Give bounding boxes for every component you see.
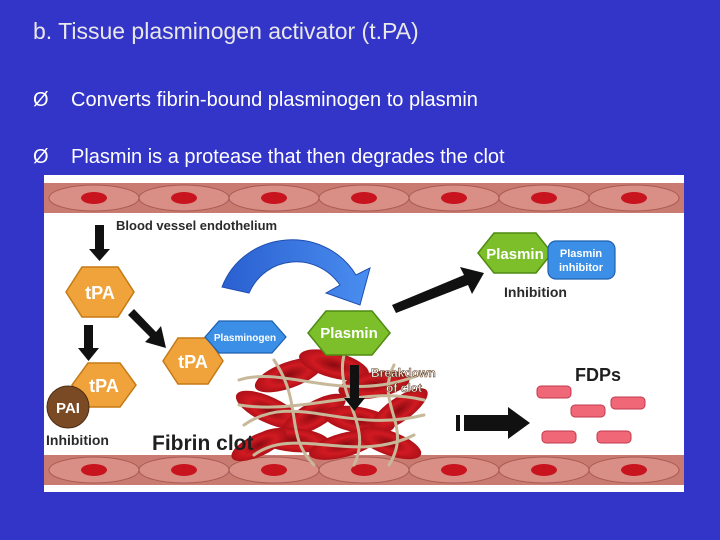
- red-blood-cell: [235, 390, 303, 430]
- degradation-arrow: [456, 407, 530, 439]
- tpa-hexagon-inhibited: tPA: [71, 362, 137, 408]
- plasmin-inhibition-label: Inhibition: [504, 284, 567, 300]
- plasmin-label: Plasmin: [486, 246, 544, 263]
- fdp-fragments: [536, 385, 646, 444]
- fibrin-clot-label: Fibrin clot: [152, 432, 254, 455]
- plasmin-hexagon: Plasmin: [307, 310, 391, 356]
- fibrin-strands: [237, 353, 426, 467]
- plasmin-inhibitor-box: [547, 240, 616, 280]
- fdp-fragment: [536, 385, 572, 399]
- tpa-down-arrow: [78, 325, 99, 361]
- plasminogen-hexagon: Plasminogen: [204, 320, 287, 354]
- cell-nucleus: [81, 464, 107, 476]
- cell-nucleus: [621, 464, 647, 476]
- red-blood-cell: [282, 393, 346, 437]
- cell-nucleus: [621, 192, 647, 204]
- fdp-fragment: [541, 430, 577, 444]
- bullet-text: Plasmin is a protease that then degrades…: [71, 146, 505, 168]
- breakdown-arrow: [344, 365, 365, 411]
- cell-nucleus: [441, 464, 467, 476]
- cell-nucleus: [261, 464, 287, 476]
- fibrinolysis-diagram: Blood vessel endothelium tPA tPA PA: [44, 175, 684, 492]
- cell-nucleus: [351, 192, 377, 204]
- tpa-hexagon-active: tPA: [162, 337, 224, 385]
- cell-nucleus: [351, 464, 377, 476]
- slide-title: b. Tissue plasminogen activator (t.PA): [33, 18, 419, 44]
- tpa-label: tPA: [85, 283, 115, 303]
- plasmin-inhibition-arrow: [392, 267, 484, 313]
- fdp-fragment: [596, 430, 632, 444]
- cell-nucleus: [261, 192, 287, 204]
- bullet-arrow-icon: Ø: [33, 146, 49, 168]
- tpa-diagonal-arrow: [128, 309, 166, 348]
- tpa-label: tPA: [178, 352, 208, 372]
- cell-nucleus: [171, 192, 197, 204]
- endothelium-label: Blood vessel endothelium: [116, 218, 277, 233]
- plasmin-inhibitor-complex: Plasmin Plasmin inhibitor: [477, 232, 616, 280]
- breakdown-label-line2: of clot: [386, 381, 422, 395]
- endothelium-top: [44, 183, 684, 213]
- bullet-text: Converts fibrin-bound plasminogen to pla…: [71, 89, 478, 111]
- cell-nucleus: [531, 464, 557, 476]
- plasmin-inhibitor-label-line1: Plasmin: [560, 248, 602, 260]
- tpa-hexagon-top: tPA: [65, 266, 135, 318]
- cell-nucleus: [441, 192, 467, 204]
- fdp-fragment: [570, 404, 606, 418]
- plasmin-label: Plasmin: [320, 325, 378, 342]
- fibrin-clot: [231, 349, 428, 467]
- bullet-arrow-icon: Ø: [33, 89, 49, 111]
- endothelium-bottom: [44, 455, 684, 485]
- fdp-fragment: [610, 396, 646, 410]
- pai-label: PAI: [56, 400, 80, 417]
- activation-curved-arrow: [221, 239, 371, 306]
- bullet-plasmin-protease: Ø Plasmin is a protease that then degrade…: [33, 146, 505, 169]
- secretion-arrow: [89, 225, 110, 261]
- plasminogen-label: Plasminogen: [214, 333, 276, 344]
- pai-circle: PAI: [46, 385, 90, 429]
- cell-nucleus: [531, 192, 557, 204]
- pai-inhibition-label: Inhibition: [46, 432, 109, 448]
- tpa-label: tPA: [89, 376, 119, 396]
- plasmin-inhibitor-label-line2: inhibitor: [559, 262, 604, 274]
- fibrinolysis-diagram-svg: Blood vessel endothelium tPA tPA PA: [44, 175, 684, 492]
- bullet-converts-plasminogen: Ø Converts fibrin-bound plasminogen to pl…: [33, 89, 478, 112]
- breakdown-label-line1: Breakdown: [371, 366, 436, 380]
- fdps-label: FDPs: [575, 365, 621, 385]
- cell-nucleus: [171, 464, 197, 476]
- red-blood-cell: [231, 428, 287, 462]
- cell-nucleus: [81, 192, 107, 204]
